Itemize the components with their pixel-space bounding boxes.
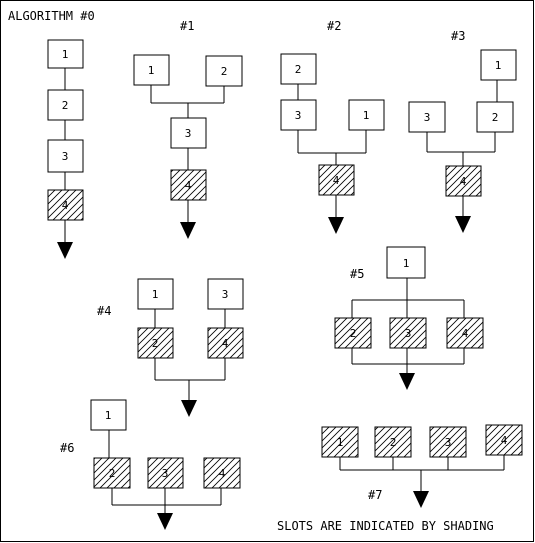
footer-note: SLOTS ARE INDICATED BY SHADING	[277, 519, 494, 533]
operator-number: 4	[460, 175, 467, 188]
operator-number: 4	[219, 467, 226, 480]
slot-operator-box: 4	[445, 165, 482, 197]
slot-operator-box: 4	[47, 189, 84, 221]
algorithm-label: #4	[97, 304, 111, 318]
algorithm-label: #7	[368, 488, 382, 502]
slot-operator-box: 4	[485, 424, 523, 456]
operator-box: 3	[280, 99, 317, 131]
operator-number: 3	[445, 436, 452, 449]
operator-number: 1	[62, 48, 69, 61]
operator-box: 3	[408, 101, 446, 133]
slot-operator-box: 1	[321, 426, 359, 458]
slot-operator-box: 3	[147, 457, 184, 489]
operator-number: 1	[337, 436, 344, 449]
output-arrow	[413, 491, 429, 508]
operator-number: 1	[363, 109, 370, 122]
operator-number: 2	[492, 111, 499, 124]
slot-operator-box: 3	[429, 426, 467, 458]
operator-box: 1	[90, 399, 127, 431]
slot-operator-box: 2	[374, 426, 412, 458]
operator-box: 3	[207, 278, 244, 310]
operator-box: 1	[480, 49, 517, 81]
operator-number: 3	[185, 127, 192, 140]
operator-number: 3	[424, 111, 431, 124]
operator-box: 2	[47, 89, 84, 121]
algorithm-0: 1 2 3 4	[47, 39, 84, 259]
slot-operator-box: 2	[93, 457, 131, 489]
operator-box: 1	[133, 54, 170, 86]
operator-number: 4	[501, 434, 508, 447]
slot-operator-box: 4	[446, 317, 484, 349]
algorithm-label: #3	[451, 29, 465, 43]
operator-number: 1	[148, 64, 155, 77]
operator-box: 1	[47, 39, 84, 69]
operator-number: 2	[295, 63, 302, 76]
operator-box: 2	[476, 101, 514, 133]
operator-number: 2	[109, 467, 116, 480]
operator-box: 3	[47, 139, 84, 173]
algorithm-label: #6	[60, 441, 74, 455]
operator-number: 3	[222, 288, 229, 301]
output-arrow	[399, 373, 415, 390]
operator-number: 2	[221, 65, 228, 78]
slot-operator-box: 2	[334, 317, 372, 349]
operator-number: 2	[350, 327, 357, 340]
algorithm-4: 1 3 2 4	[137, 278, 244, 417]
algorithm-2: 2 3 1 4	[280, 53, 385, 234]
operator-number: 4	[333, 174, 340, 187]
operator-box: 2	[280, 53, 317, 85]
slot-operator-box: 4	[203, 457, 241, 489]
operator-number: 1	[403, 257, 410, 270]
operator-number: 2	[152, 337, 159, 350]
operator-box: 1	[348, 99, 385, 131]
operator-number: 4	[222, 337, 229, 350]
algorithm-label: #2	[327, 19, 341, 33]
algorithm-label: #1	[180, 19, 194, 33]
algorithm-label: #5	[350, 267, 364, 281]
output-arrow	[181, 400, 197, 417]
output-arrow	[180, 222, 196, 239]
slot-operator-box: 2	[137, 327, 174, 359]
output-arrow	[328, 217, 344, 234]
operator-number: 2	[390, 436, 397, 449]
algorithm-5: 1 2 3 4	[334, 246, 484, 390]
operator-number: 1	[495, 59, 502, 72]
slot-operator-box: 4	[207, 327, 244, 359]
operator-number: 3	[295, 109, 302, 122]
algorithm-1: 1 2 3 4	[133, 54, 243, 239]
operator-number: 3	[405, 327, 412, 340]
operator-number: 4	[185, 179, 192, 192]
operator-box: 3	[170, 117, 207, 149]
algorithm-7: 1 2 3 4	[321, 424, 523, 508]
operator-number: 1	[152, 288, 159, 301]
output-arrow	[455, 216, 471, 233]
slot-operator-box: 4	[170, 169, 207, 201]
operator-box: 2	[205, 55, 243, 87]
output-arrow	[157, 513, 173, 530]
operator-number: 3	[62, 150, 69, 163]
operator-number: 2	[62, 99, 69, 112]
slot-operator-box: 4	[318, 164, 355, 196]
diagram-title: ALGORITHM #0	[8, 9, 95, 23]
algorithm-3: 1 3 2 4	[408, 49, 517, 233]
operator-number: 1	[105, 409, 112, 422]
operator-number: 4	[462, 327, 469, 340]
output-arrow	[57, 242, 73, 259]
operator-box: 1	[137, 278, 174, 310]
algorithm-6: 1 2 3 4	[90, 399, 241, 530]
operator-box: 1	[386, 246, 426, 279]
operator-number: 3	[162, 467, 169, 480]
slot-operator-box: 3	[389, 317, 427, 349]
operator-number: 4	[62, 199, 69, 212]
